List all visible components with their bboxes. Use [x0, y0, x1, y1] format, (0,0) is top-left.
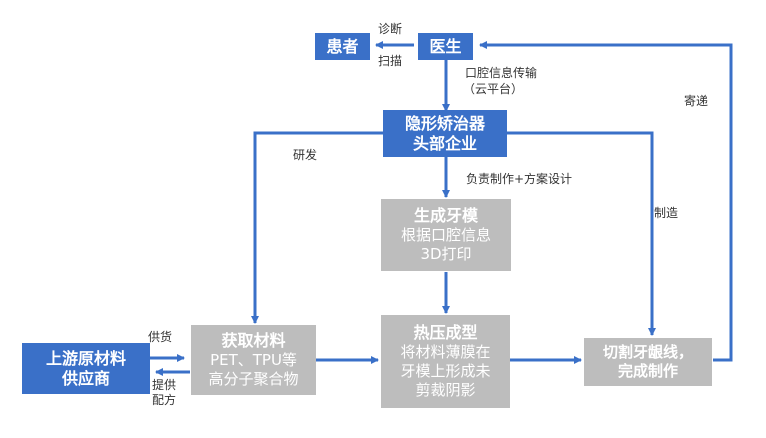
label-research: 研发 — [293, 148, 318, 162]
node-get-material-line2: PET、TPU等 — [210, 351, 297, 370]
node-generate-model-title: 生成牙模 — [413, 206, 478, 226]
node-get-material-line3: 高分子聚合物 — [208, 370, 299, 388]
label-supply-goods: 供货 — [148, 330, 173, 344]
node-patient-label: 患者 — [326, 36, 359, 56]
node-generate-model: 生成牙模 根据口腔信息 3D打印 — [381, 199, 511, 271]
arrow-cut-to-doctor — [479, 41, 733, 362]
label-mail: 寄递 — [684, 94, 709, 108]
label-provide-formula-line1: 提供 — [152, 378, 177, 392]
label-provide-formula-line2: 配方 — [152, 393, 177, 407]
node-supplier-line1: 上游原材料 — [45, 348, 126, 368]
node-company-line2: 头部企业 — [412, 133, 477, 153]
node-doctor-label: 医生 — [429, 36, 462, 56]
node-hot-press-title: 热压成型 — [413, 323, 478, 343]
label-manufacture: 制造 — [654, 206, 679, 220]
label-diagnose: 诊断 — [378, 22, 403, 36]
arrow-company-to-cut — [507, 131, 656, 336]
node-hot-press-line3: 牙模上形成未 — [400, 362, 491, 381]
node-cut-gum-line-line2: 完成制作 — [617, 362, 678, 380]
node-supplier-line2: 供应商 — [61, 368, 110, 388]
node-hot-press-line2: 将材料薄膜在 — [400, 343, 491, 362]
node-get-material: 获取材料 PET、TPU等 高分子聚合物 — [191, 325, 316, 395]
node-get-material-title: 获取材料 — [221, 331, 286, 351]
arrow-company-to-material — [251, 131, 385, 324]
node-hot-press-line4: 剪裁阴影 — [415, 380, 476, 399]
node-doctor: 医生 — [418, 33, 473, 60]
label-design: 负责制作+方案设计 — [466, 172, 573, 186]
node-hot-press: 热压成型 将材料薄膜在 牙模上形成未 剪裁阴影 — [381, 315, 510, 408]
label-info-transfer-line1: 口腔信息传输 — [465, 66, 538, 80]
node-cut-gum-line-line1: 切割牙龈线， — [602, 343, 693, 362]
label-scan: 扫描 — [378, 54, 403, 68]
node-company: 隐形矫治器 头部企业 — [383, 110, 507, 157]
node-supplier: 上游原材料 供应商 — [22, 343, 150, 394]
node-generate-model-line2: 根据口腔信息 — [400, 226, 491, 245]
node-company-line1: 隐形矫治器 — [404, 113, 485, 133]
node-generate-model-line3: 3D打印 — [420, 245, 472, 263]
label-info-transfer-line2: （云平台） — [463, 82, 524, 96]
node-cut-gum-line: 切割牙龈线， 完成制作 — [584, 338, 712, 386]
node-patient: 患者 — [315, 33, 370, 60]
